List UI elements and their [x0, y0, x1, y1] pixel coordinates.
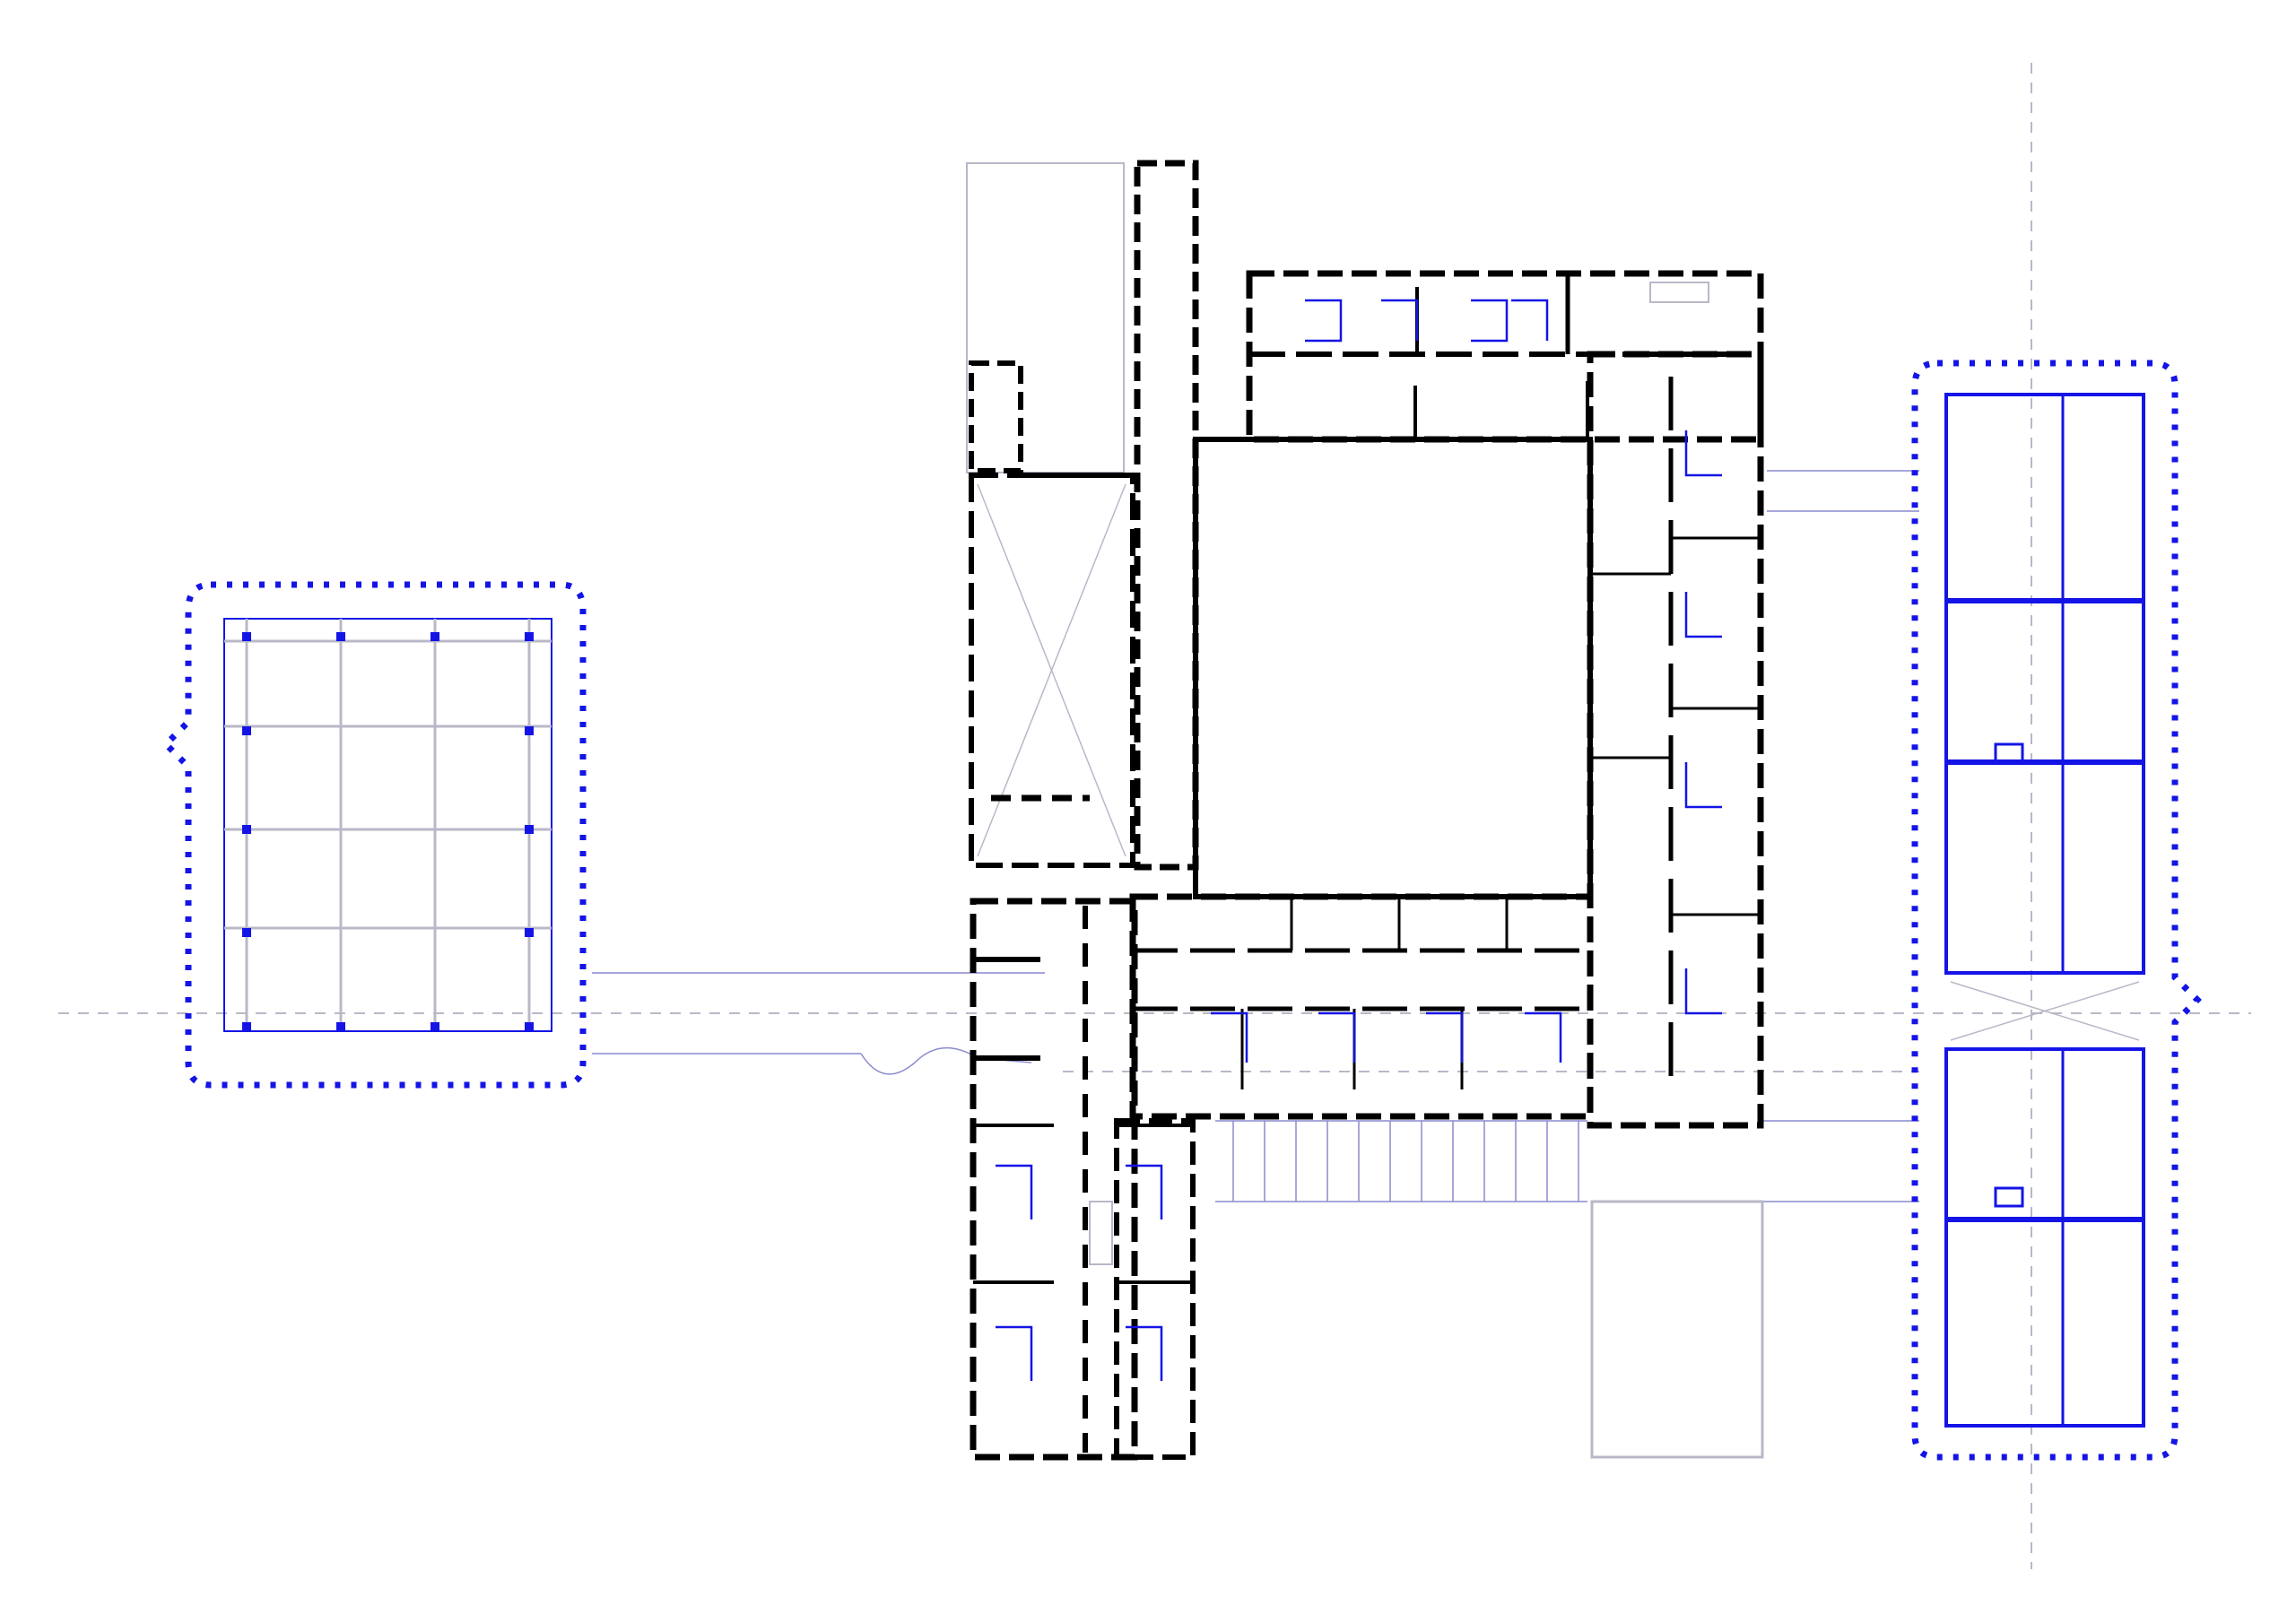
- south-wing: [970, 898, 1196, 1461]
- west-pavilion-grid: [224, 619, 552, 1031]
- east-pavilion-outline: [1911, 360, 2202, 1461]
- entrance-canopy: [1215, 1120, 1587, 1202]
- east-pavilion: [1911, 360, 2202, 1461]
- courtyard: [1193, 437, 1593, 899]
- west-pavilion-outline: [161, 581, 587, 1089]
- office-furniture: [996, 299, 1722, 1381]
- central-building: [966, 160, 1764, 1202]
- west-pavilion-inner: [223, 618, 552, 1032]
- east-wing: [1587, 351, 1764, 1129]
- west-pavilion: [161, 581, 587, 1089]
- west-pavilion-columns: [242, 632, 534, 1031]
- reference-lines: [58, 63, 2251, 1569]
